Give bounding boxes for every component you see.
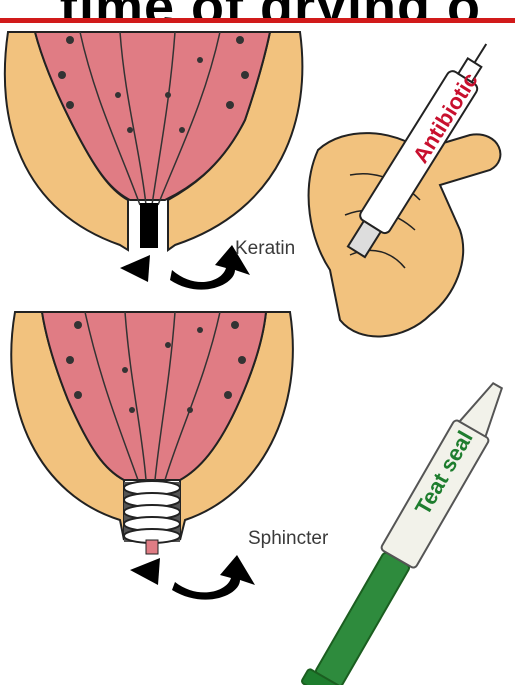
keratin-plug [140,203,158,248]
keratin-label: Keratin [235,238,295,260]
sphincter-label: Sphincter [248,528,328,550]
sphincter-coil [124,481,180,543]
teat-lower [11,312,293,600]
teat-seal-syringe-icon [301,375,515,685]
lower-curved-arrow [172,555,255,600]
